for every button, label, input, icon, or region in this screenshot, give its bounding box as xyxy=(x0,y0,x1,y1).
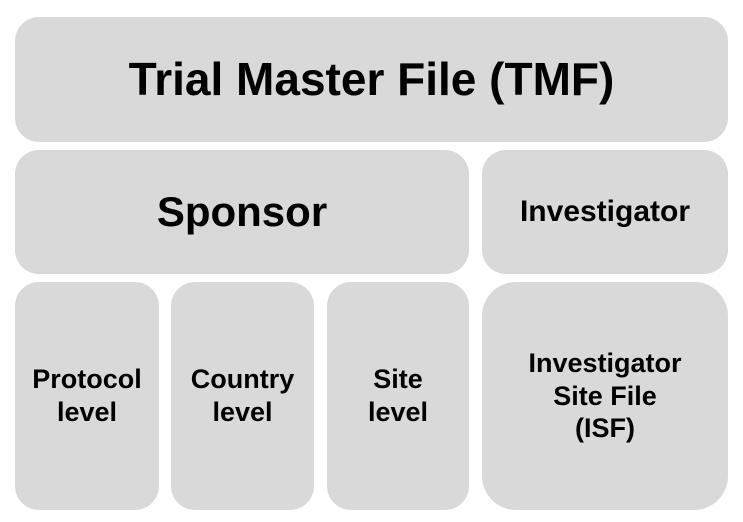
investigator-box: Investigator xyxy=(482,150,728,274)
tmf-box: Trial Master File (TMF) xyxy=(15,17,728,142)
country-level-box: Country level xyxy=(171,282,314,510)
protocol-level-box: Protocol level xyxy=(15,282,159,510)
site-level-box: Site level xyxy=(327,282,469,510)
sponsor-box: Sponsor xyxy=(15,150,469,274)
investigator-site-file-box: Investigator Site File (ISF) xyxy=(482,282,728,510)
